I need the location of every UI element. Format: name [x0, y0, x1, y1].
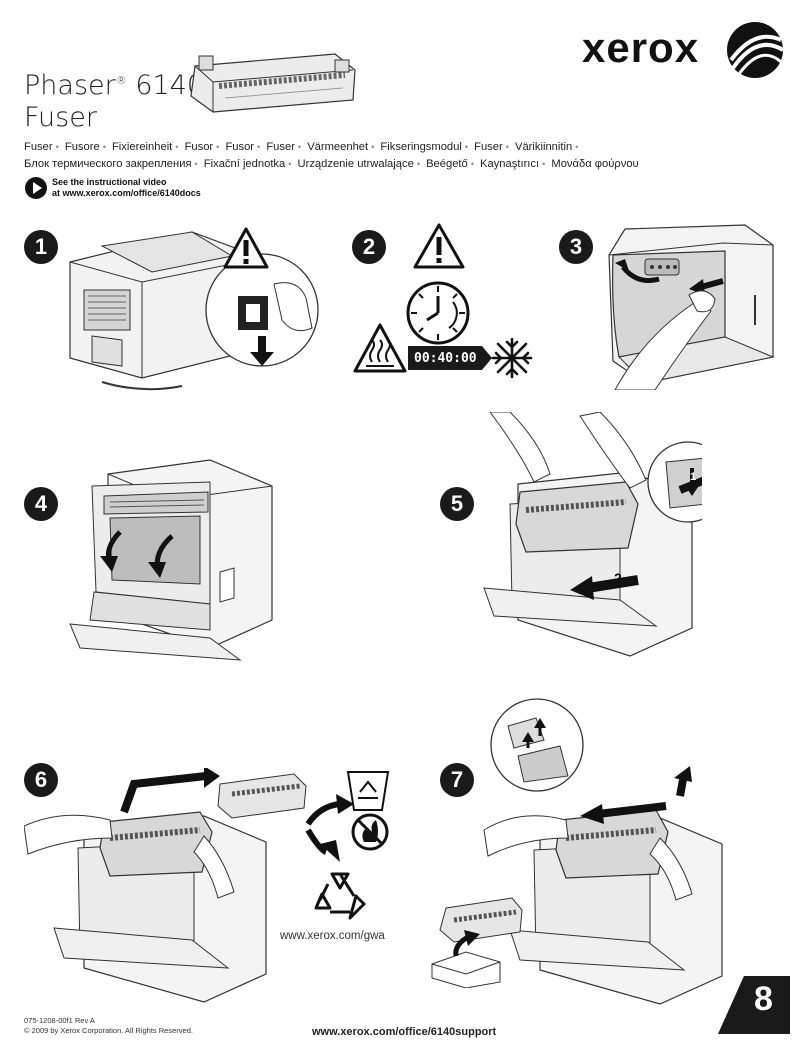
- new-fuser-box-illustration: [431, 897, 523, 988]
- video-link[interactable]: See the instructional video at www.xerox…: [24, 176, 201, 200]
- step-7-illustration: [483, 766, 723, 1005]
- xerox-wordmark: xerox: [582, 24, 700, 71]
- language-list: Fuser• Fusore• Fixiereinheit• Fusor• Fus…: [24, 139, 794, 173]
- page-title: Phaser® 6140: [24, 72, 204, 99]
- video-line-1: See the instructional video: [52, 177, 167, 187]
- recycle-url[interactable]: www.xerox.com/gwa: [280, 930, 385, 942]
- arrows-to-recycle: [305, 794, 354, 862]
- title-product: Phaser: [24, 70, 116, 101]
- timer-banner: 00:40:00: [408, 346, 492, 370]
- step-4-badge: 4: [24, 487, 58, 521]
- language-label: Fusor: [184, 141, 214, 153]
- step-7-badge: 7: [440, 763, 474, 797]
- step-3-illustration: [608, 224, 775, 390]
- doc-id: 075-1208-00f1 Rev A: [24, 1016, 95, 1025]
- timer-label: 00:40:00: [414, 350, 477, 366]
- footer-legal: 075-1208-00f1 Rev A © 2009 by Xerox Corp…: [24, 1016, 193, 1036]
- language-label: Beégető: [426, 158, 468, 170]
- clock-icon: [406, 281, 470, 345]
- language-label: Fusore: [64, 141, 100, 153]
- language-label: Fikseringsmodul: [380, 141, 462, 153]
- fuser-unit-illustration: [190, 53, 356, 113]
- xerox-logo: xerox: [582, 18, 792, 80]
- step-5-illustration: [483, 412, 702, 657]
- warning-triangle-icon: [413, 223, 465, 269]
- fuser-unit-illustration: [217, 773, 307, 819]
- page-subtitle: Fuser: [24, 102, 97, 133]
- language-label: Fixační jednotka: [203, 158, 286, 170]
- language-label: Fuser: [474, 141, 503, 153]
- language-label: Fixiereinheit: [111, 141, 173, 153]
- video-text: See the instructional video at www.xerox…: [52, 177, 201, 199]
- language-label: Värmeenhet: [307, 141, 369, 153]
- step-5-badge: 5: [440, 487, 474, 521]
- language-label: Värikiinnitin: [515, 141, 573, 153]
- step-4-illustration: [69, 459, 273, 661]
- language-label: Μονάδα φούρνου: [551, 158, 639, 170]
- language-row-1: Fuser• Fusore• Fixiereinheit• Fusor• Fus…: [24, 141, 579, 153]
- recycle-bin-icon: [346, 771, 390, 811]
- no-fire-icon: [351, 813, 389, 851]
- language-row-2: Блок термического закрепления• Fixační j…: [24, 158, 639, 170]
- support-url[interactable]: www.xerox.com/office/6140support: [312, 1026, 497, 1038]
- step-3-badge: 3: [559, 230, 593, 264]
- step-6-illustration: [24, 768, 267, 1003]
- language-label: Kaynaştırıcı: [480, 158, 540, 170]
- snowflake-icon: [491, 337, 533, 379]
- step-2-badge: 2: [352, 230, 386, 264]
- step-1-badge: 1: [24, 230, 58, 264]
- zoom-detail-illustration: [490, 698, 584, 792]
- step-5-arrow-label-1: 1: [690, 471, 697, 483]
- language-label: Fuser: [266, 141, 295, 153]
- registered-mark: ®: [115, 74, 127, 87]
- warning-triangle-icon: [223, 227, 269, 269]
- language-label: Блок термического закрепления: [24, 158, 192, 170]
- play-icon: [25, 177, 47, 199]
- hot-surface-warning-icon: [353, 323, 407, 373]
- recycle-icon: [314, 872, 366, 920]
- video-line-2: at www.xerox.com/office/6140docs: [52, 188, 201, 198]
- step-1-illustration: [69, 231, 319, 391]
- language-label: Urządzenie utrwalające: [297, 158, 414, 170]
- language-label: Fusor: [225, 141, 255, 153]
- language-label: Fuser: [24, 141, 53, 153]
- step-6-badge: 6: [24, 763, 58, 797]
- next-page-number: 8: [754, 980, 773, 1018]
- copyright: © 2009 by Xerox Corporation. All Rights …: [24, 1026, 193, 1035]
- xerox-sphere-icon: [727, 22, 785, 78]
- step-5-arrow-label-2: 2: [614, 570, 622, 586]
